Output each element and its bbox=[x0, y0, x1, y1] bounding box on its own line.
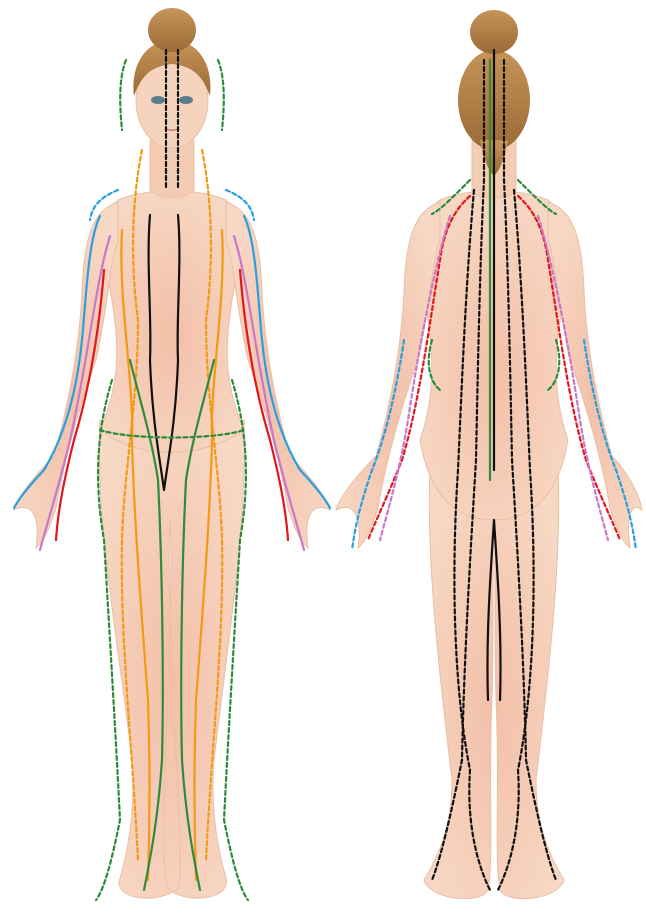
front-left-eye bbox=[151, 96, 165, 104]
back-meridians bbox=[352, 50, 636, 890]
back-right-arm bbox=[548, 202, 642, 548]
front-right-eye bbox=[179, 96, 193, 104]
front-legs bbox=[99, 420, 244, 898]
front-neck bbox=[150, 140, 194, 198]
back-hair-bun bbox=[470, 10, 518, 54]
front-figure bbox=[14, 8, 330, 900]
back-figure bbox=[336, 10, 642, 899]
front-hair-bun bbox=[148, 8, 196, 52]
